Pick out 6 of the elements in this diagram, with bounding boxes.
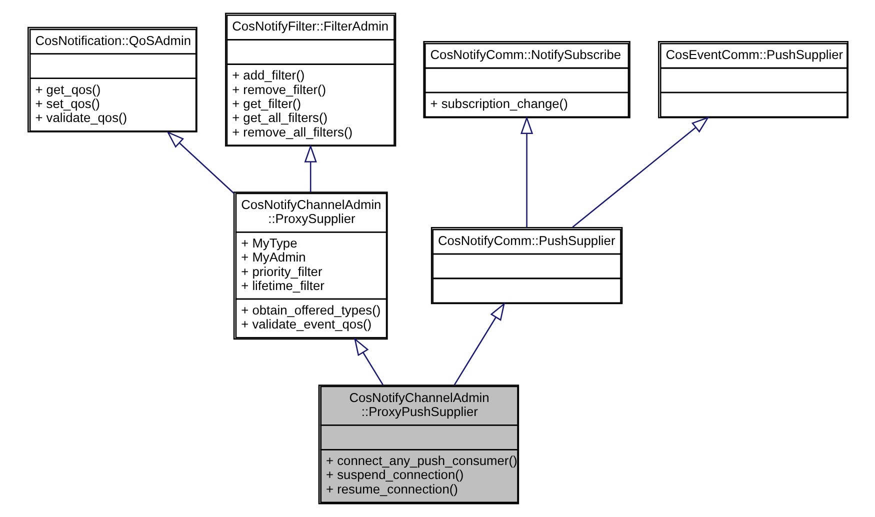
arrow xyxy=(304,144,316,192)
arrow xyxy=(453,302,505,386)
arrow xyxy=(520,116,533,228)
arrow xyxy=(572,116,709,228)
arrow xyxy=(166,130,234,194)
arrow xyxy=(353,338,384,386)
